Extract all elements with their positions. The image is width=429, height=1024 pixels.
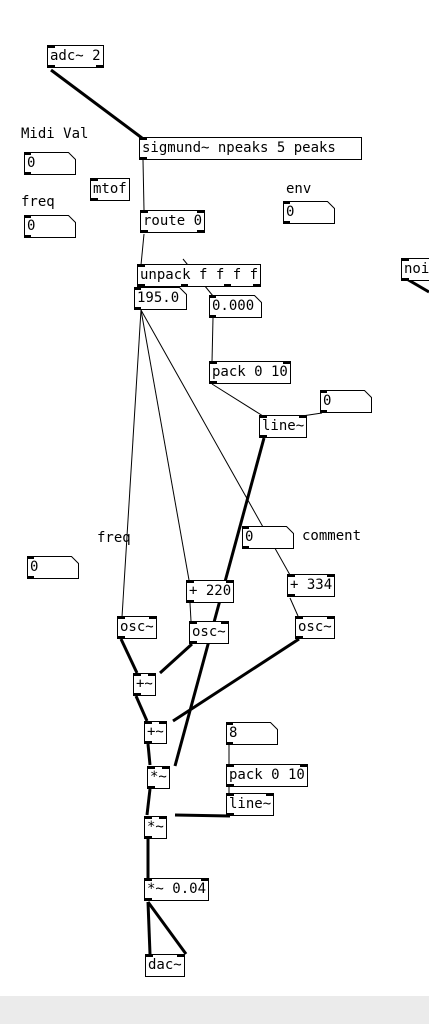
cord-mulout-dac-right[interactable] <box>146 901 188 955</box>
osc-1-object[interactable]: osc~ <box>117 616 157 639</box>
osc-3-object[interactable]: osc~ <box>295 616 335 639</box>
osc-1-label: osc~ <box>120 619 154 635</box>
add-334-label: + 334 <box>290 577 333 593</box>
env-comment: env <box>286 181 312 197</box>
cord-osc3-sum2[interactable] <box>172 637 300 723</box>
route-label: route 0 <box>143 213 203 229</box>
freq-lower-number[interactable]: 0 <box>27 556 79 579</box>
sum-2-label: +~ <box>147 724 164 740</box>
cord-sum2-mul1[interactable] <box>146 743 152 766</box>
sum-1-object[interactable]: +~ <box>133 673 156 696</box>
cord-add220-osc2[interactable] <box>189 602 192 622</box>
freq-lower-value: 0 <box>30 559 39 575</box>
cord-pitch-add220[interactable] <box>140 309 190 581</box>
pack-env-label: pack 0 10 <box>212 364 288 380</box>
add-334-object[interactable]: + 334 <box>287 574 336 597</box>
sum-2-object[interactable]: +~ <box>144 721 167 744</box>
freq-number[interactable]: 0 <box>24 215 76 238</box>
dac-label: dac~ <box>148 957 182 973</box>
cord-sigmund-route[interactable] <box>142 159 145 211</box>
cord-adc-sigmund[interactable] <box>50 68 143 140</box>
freq-lower-comment: freq <box>97 530 131 546</box>
midi-val-value: 0 <box>27 155 36 171</box>
cord-osc1-sum1[interactable] <box>119 638 139 674</box>
gain-value: 8 <box>229 725 238 741</box>
noise-object-partial[interactable]: noi <box>401 258 429 281</box>
freq-comment: freq <box>21 194 55 210</box>
mul-out-label: *~ 0.04 <box>147 881 207 897</box>
mul-1-object[interactable]: *~ <box>147 766 170 789</box>
sum-1-label: +~ <box>136 676 153 692</box>
mtof-label: mtof <box>93 181 127 197</box>
comment-number[interactable]: 0 <box>242 526 294 549</box>
pack-gain-label: pack 0 10 <box>229 767 305 783</box>
cord-pack-line[interactable] <box>211 383 264 417</box>
pitch-value: 195.0 <box>137 290 180 306</box>
cord-amp-pack[interactable] <box>211 317 214 363</box>
midi-val-comment: Midi Val <box>21 126 89 142</box>
mul-1-label: *~ <box>150 769 167 785</box>
osc-2-object[interactable]: osc~ <box>189 621 229 644</box>
line-gain-object[interactable]: line~ <box>226 793 275 816</box>
pitch-number[interactable]: 195.0 <box>134 287 187 310</box>
unpack-object[interactable]: unpack f f f f <box>137 264 262 287</box>
mul-out-object[interactable]: *~ 0.04 <box>144 878 210 901</box>
line-gain-label: line~ <box>229 796 272 812</box>
env-number[interactable]: 0 <box>283 201 335 224</box>
line-env-object[interactable]: line~ <box>259 415 308 438</box>
cord-pitch-osc1[interactable] <box>121 309 142 618</box>
cord-add334-osc3[interactable] <box>289 597 299 617</box>
amp-number[interactable]: 0.000 <box>209 295 262 318</box>
line-env-label: line~ <box>262 418 305 434</box>
midi-val-number[interactable]: 0 <box>24 152 76 175</box>
env-value: 0 <box>286 204 295 220</box>
osc-2-label: osc~ <box>192 624 226 640</box>
mul-2-label: *~ <box>147 819 164 835</box>
line-target-number[interactable]: 0 <box>320 390 372 413</box>
cord-line-gain-mul2[interactable] <box>174 813 231 818</box>
adc-object[interactable]: adc~ 2 <box>47 45 104 68</box>
unpack-label: unpack f f f f <box>140 267 259 283</box>
sigmund-label: sigmund~ npeaks 5 peaks <box>142 140 336 156</box>
window-bottom-bar <box>0 996 429 1024</box>
add-220-label: + 220 <box>189 583 232 599</box>
mul-2-object[interactable]: *~ <box>144 816 167 839</box>
gain-number[interactable]: 8 <box>226 722 278 745</box>
freq-value: 0 <box>27 218 36 234</box>
cord-osc2-sum1[interactable] <box>158 642 194 675</box>
pack-gain-object[interactable]: pack 0 10 <box>226 764 308 787</box>
amp-value: 0.000 <box>212 298 255 314</box>
add-220-object[interactable]: + 220 <box>186 580 235 603</box>
cord-sum1-sum2[interactable] <box>134 695 149 722</box>
noise-label: noi <box>404 261 429 277</box>
cord-mulout-dac-left[interactable] <box>146 901 152 955</box>
line-target-value: 0 <box>323 393 332 409</box>
osc-3-label: osc~ <box>298 619 332 635</box>
adc-label: adc~ 2 <box>50 48 101 64</box>
comment-label: comment <box>302 528 362 544</box>
dac-object[interactable]: dac~ <box>145 954 185 977</box>
cord-mul1-mul2[interactable] <box>145 788 152 816</box>
pack-env-object[interactable]: pack 0 10 <box>209 361 291 384</box>
cord-route-unpack[interactable] <box>140 233 145 266</box>
comment-number-value: 0 <box>245 529 254 545</box>
mtof-object[interactable]: mtof <box>90 178 130 201</box>
route-object[interactable]: route 0 <box>140 210 206 233</box>
sigmund-object[interactable]: sigmund~ npeaks 5 peaks <box>139 137 362 160</box>
